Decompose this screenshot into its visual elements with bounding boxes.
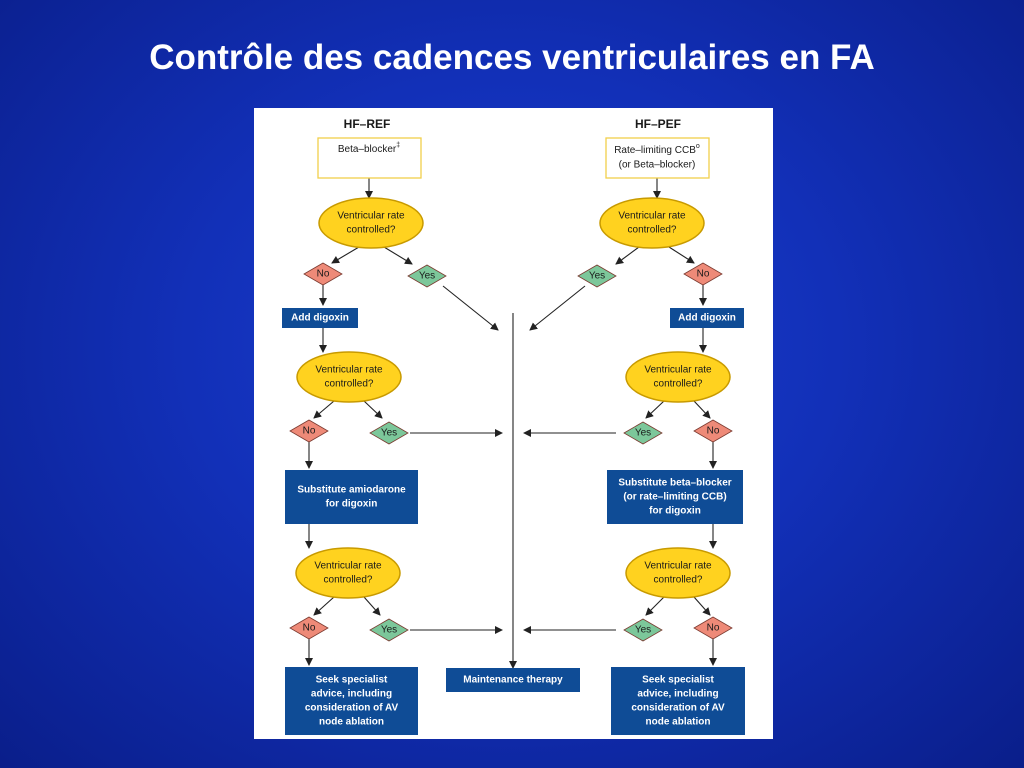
arrow-left-q3-yes: [363, 596, 381, 616]
maintenance-therapy: [446, 668, 580, 692]
left-no-2-label: No: [303, 426, 316, 437]
left-seek-specialist-text-line-3: consideration of AV: [305, 703, 399, 714]
arrow-left-q1-yes: [383, 246, 413, 265]
right-seek-specialist: [611, 667, 745, 735]
right-no-2-label: No: [707, 426, 720, 437]
right-no-3-label: No: [707, 623, 720, 634]
arrow-left-q3-no: [313, 596, 335, 616]
left-yes-1: [407, 264, 447, 288]
left-yes-1-label: Yes: [419, 271, 435, 282]
right-question-1-text-line-2: controlled?: [628, 225, 677, 236]
arrow-right-yes1-center: [529, 285, 586, 331]
left-no-1-label: No: [317, 269, 330, 280]
arrow-right-q1-no: [668, 246, 695, 264]
right-no-2: [693, 419, 733, 443]
right-add-digoxin-text-line-1: Add digoxin: [678, 313, 736, 324]
right-question-3-text-line-1: Ventricular rate: [644, 561, 712, 572]
arrow-right-q3-yes: [645, 596, 665, 616]
left-question-3-text-line-1: Ventricular rate: [314, 561, 382, 572]
left-seek-specialist-text-line-2: advice, including: [311, 689, 392, 700]
right-substitute-betablocker-text-line-2: (or rate–limiting CCB): [623, 492, 726, 503]
right-yes-2: [623, 421, 663, 445]
left-substitute-amiodarone: [285, 470, 418, 524]
right-seek-specialist-text-line-4: node ablation: [646, 717, 711, 728]
left-no-3: [289, 616, 329, 640]
left-question-2-text-line-1: Ventricular rate: [315, 365, 383, 376]
left-no-1: [303, 262, 343, 286]
heading-hf-ref: HF–REF: [344, 117, 391, 131]
right-no-1: [683, 262, 723, 286]
right-yes-1: [577, 264, 617, 288]
left-yes-3-label: Yes: [381, 625, 397, 636]
right-yes-2-label: Yes: [635, 428, 651, 439]
right-yes-3-label: Yes: [635, 625, 651, 636]
left-add-digoxin-text-line-1: Add digoxin: [291, 313, 349, 324]
right-substitute-betablocker-text-line-1: Substitute beta–blocker: [618, 478, 731, 489]
right-question-2-text-line-2: controlled?: [654, 379, 703, 390]
arrow-right-q1-yes: [615, 246, 640, 265]
start-box-right: [605, 137, 710, 179]
left-yes-3: [369, 618, 409, 642]
left-question-3-text-line-2: controlled?: [324, 575, 373, 586]
start-box-left-text: Beta–blocker‡: [338, 142, 400, 155]
arrow-right-q2-yes: [645, 400, 665, 419]
right-question-2-text-line-1: Ventricular rate: [644, 365, 712, 376]
left-substitute-amiodarone-text-line-2: for digoxin: [326, 499, 378, 510]
left-add-digoxin: [282, 308, 358, 328]
slide-title: Contrôle des cadences ventriculaires en …: [149, 38, 875, 77]
left-no-2: [289, 419, 329, 443]
start-box-right-line-1: Rate–limiting CCBo: [614, 143, 700, 156]
flowchart-panel: HF–REF HF–PEF Beta–blocker‡ Rate–limiting C…: [254, 108, 773, 739]
left-question-2: [296, 351, 402, 403]
left-substitute-amiodarone-text-line-1: Substitute amiodarone: [297, 485, 406, 496]
heading-hf-pef: HF–PEF: [635, 117, 681, 131]
left-question-2-text-line-2: controlled?: [325, 379, 374, 390]
flowchart-svg: HF–REF HF–PEF Beta–blocker‡ Rate–limiting C…: [282, 117, 745, 735]
right-seek-specialist-text-line-2: advice, including: [637, 689, 718, 700]
right-no-3: [693, 616, 733, 640]
right-seek-specialist-text-line-1: Seek specialist: [642, 675, 714, 686]
left-yes-2: [369, 421, 409, 445]
right-question-3: [625, 547, 731, 599]
left-seek-specialist-text-line-1: Seek specialist: [316, 675, 388, 686]
left-yes-2-label: Yes: [381, 428, 397, 439]
left-question-1-text-line-1: Ventricular rate: [337, 211, 405, 222]
arrow-right-q2-no: [693, 400, 711, 419]
right-substitute-betablocker-text-line-3: for digoxin: [649, 506, 701, 517]
start-box-left: [317, 137, 422, 179]
right-yes-3: [623, 618, 663, 642]
right-yes-1-label: Yes: [589, 271, 605, 282]
right-question-2: [625, 351, 731, 403]
right-question-1-text-line-1: Ventricular rate: [618, 211, 686, 222]
left-question-1: [318, 197, 424, 249]
left-question-3: [295, 547, 401, 599]
arrow-right-q3-no: [693, 596, 711, 616]
right-add-digoxin: [670, 308, 744, 328]
right-substitute-betablocker: [607, 470, 743, 524]
left-question-1-text-line-2: controlled?: [347, 225, 396, 236]
right-question-1: [599, 197, 705, 249]
start-box-right-line-2: (or Beta–blocker): [619, 160, 696, 171]
left-seek-specialist: [285, 667, 418, 735]
right-seek-specialist-text-line-3: consideration of AV: [631, 703, 725, 714]
arrow-left-q2-no: [313, 400, 335, 419]
arrow-left-q2-yes: [363, 400, 383, 419]
right-no-1-label: No: [697, 269, 710, 280]
left-seek-specialist-text-line-4: node ablation: [319, 717, 384, 728]
arrow-left-q1-no: [331, 246, 360, 264]
left-no-3-label: No: [303, 623, 316, 634]
arrow-left-yes1-center: [442, 285, 499, 331]
right-question-3-text-line-2: controlled?: [654, 575, 703, 586]
maintenance-therapy-text-line-1: Maintenance therapy: [463, 675, 563, 686]
